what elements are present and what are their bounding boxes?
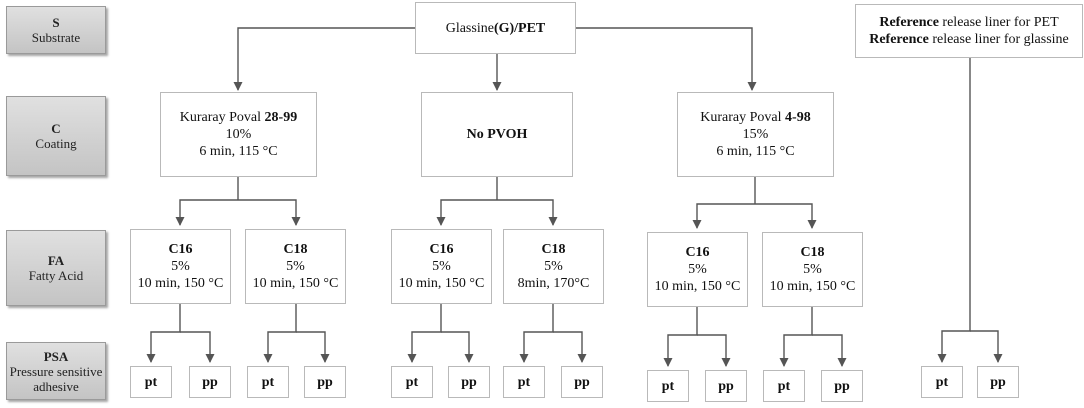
fatty-acid-condition: 10 min, 150 °C: [654, 279, 741, 294]
fatty-acid-concentration: 5%: [544, 259, 563, 274]
coating-grade: 4-98: [785, 110, 811, 125]
substrate-bold: (G)/PET: [493, 20, 546, 36]
fatty-acid-condition: 10 min, 150 °C: [398, 276, 485, 291]
arrow-fa-1-to-pt: [146, 304, 181, 363]
fatty-acid-condition: 10 min, 150 °C: [252, 276, 339, 291]
fatty-acid-box-2: C18 5% 10 min, 150 °C: [245, 229, 346, 304]
level-code: FA: [47, 253, 65, 268]
fatty-acid-concentration: 5%: [171, 259, 190, 274]
arrow-fa-6-to-pp: [812, 334, 847, 367]
arrow-fa-6-to-pt: [779, 307, 813, 367]
arrow-reference-to-pp: [970, 330, 1003, 363]
fatty-acid-concentration: 5%: [286, 259, 305, 274]
psa-pp-1: pp: [189, 366, 231, 398]
psa-pp-5: pp: [705, 370, 747, 402]
level-label-substrate: S Substrate: [6, 6, 106, 54]
arrow-fa-3-to-pt: [407, 304, 442, 363]
level-name: Substrate: [31, 30, 81, 45]
arrow-fa-4-to-pt: [519, 304, 554, 363]
coating-box-3: Kuraray Poval 4-98 15% 6 min, 115 °C: [677, 92, 834, 177]
psa-pt-reference: pt: [921, 366, 963, 398]
reference-bold: Reference: [869, 32, 929, 47]
fatty-acid-box-5: C16 5% 10 min, 150 °C: [647, 232, 748, 307]
coating-title: Kuraray Poval 4-98: [700, 109, 810, 126]
level-code: S: [52, 15, 60, 30]
level-code: PSA: [43, 348, 69, 364]
level-name: Pressure sensitive adhesive: [9, 363, 103, 394]
coating-box-1: Kuraray Poval 28-99 10% 6 min, 115 °C: [160, 92, 317, 177]
arrow-substrate-to-coating-1: [233, 27, 415, 91]
psa-pt-4: pt: [503, 366, 545, 398]
coating-name: Kuraray Poval: [700, 110, 786, 125]
fatty-acid-concentration: 5%: [432, 259, 451, 274]
coating-name: Kuraray Poval: [179, 110, 265, 125]
coating-title: No PVOH: [466, 127, 528, 142]
psa-pp-3: pp: [448, 366, 490, 398]
reference-bold: Reference: [879, 15, 939, 30]
coating-condition: 6 min, 115 °C: [199, 144, 278, 159]
coating-title: Kuraray Poval 28-99: [180, 109, 297, 126]
arrow-fa-2-to-pp: [296, 331, 330, 363]
arrow-coating-1-to-fa-1: [175, 199, 238, 226]
arrow-fa-5-to-pp: [697, 334, 731, 367]
psa-pt-6: pt: [763, 370, 805, 402]
level-label-psa: PSA Pressure sensitive adhesive: [6, 342, 106, 400]
reference-text: release liner for PET: [938, 15, 1059, 30]
coating-condition: 6 min, 115 °C: [716, 144, 795, 159]
psa-pt-2: pt: [247, 366, 289, 398]
psa-pt-1: pt: [130, 366, 172, 398]
arrow-fa-5-to-pt: [663, 307, 698, 367]
arrow-reference-to-pt: [937, 58, 971, 363]
fatty-acid-concentration: 5%: [803, 262, 822, 277]
psa-pt-5: pt: [647, 370, 689, 402]
coating-concentration: 15%: [742, 127, 769, 142]
psa-pp-4: pp: [561, 366, 603, 398]
fatty-acid-box-4: C18 5% 8min, 170°C: [503, 229, 604, 304]
fatty-acid-name: C18: [541, 242, 566, 257]
level-name: Fatty Acid: [28, 268, 84, 283]
arrow-fa-3-to-pp: [441, 331, 474, 363]
arrow-coating-3-to-fa-6: [755, 203, 817, 229]
fatty-acid-name: C16: [429, 242, 454, 257]
reference-line-pet: Reference release liner for PET: [879, 14, 1058, 31]
arrow-coating-1-to-fa-2: [238, 199, 301, 226]
psa-pp-6: pp: [821, 370, 863, 402]
fatty-acid-name: C18: [283, 242, 308, 257]
substrate-prefix: Glassine: [445, 20, 494, 36]
level-name: Coating: [35, 136, 77, 151]
arrow-fa-2-to-pt: [263, 304, 297, 363]
arrow-coating-3-to-fa-5: [692, 203, 755, 229]
psa-pp-2: pp: [304, 366, 346, 398]
fatty-acid-condition: 10 min, 150 °C: [769, 279, 856, 294]
fatty-acid-name: C16: [685, 245, 710, 260]
reference-text: release liner for glassine: [928, 32, 1069, 47]
arrow-coating-2-to-fa-4: [497, 199, 558, 226]
psa-pt-3: pt: [391, 366, 433, 398]
coating-box-2: No PVOH: [421, 92, 573, 177]
reference-box: Reference release liner for PET Referenc…: [855, 4, 1083, 58]
fatty-acid-box-6: C18 5% 10 min, 150 °C: [762, 232, 863, 307]
fatty-acid-name: C16: [168, 242, 193, 257]
psa-pp-reference: pp: [977, 366, 1019, 398]
fatty-acid-condition: 8min, 170°C: [517, 276, 590, 291]
substrate-box: Glassine(G)/PET: [415, 2, 576, 54]
level-label-coating: C Coating: [6, 96, 106, 176]
level-label-fatty-acid: FA Fatty Acid: [6, 230, 106, 306]
arrow-substrate-to-coating-3: [576, 27, 757, 91]
fatty-acid-box-1: C16 5% 10 min, 150 °C: [130, 229, 231, 304]
arrow-fa-4-to-pp: [553, 331, 587, 363]
fatty-acid-name: C18: [800, 245, 825, 260]
coating-concentration: 10%: [225, 127, 252, 142]
substrate-label: Glassine(G)/PET: [446, 20, 546, 37]
coating-grade: 28-99: [264, 110, 298, 125]
fatty-acid-concentration: 5%: [688, 262, 707, 277]
level-code: C: [51, 121, 61, 136]
fatty-acid-condition: 10 min, 150 °C: [137, 276, 224, 291]
arrow-fa-1-to-pp: [180, 331, 215, 363]
fatty-acid-box-3: C16 5% 10 min, 150 °C: [391, 229, 492, 304]
reference-line-glassine: Reference release liner for glassine: [869, 31, 1069, 48]
arrow-coating-2-to-fa-3: [436, 199, 497, 226]
